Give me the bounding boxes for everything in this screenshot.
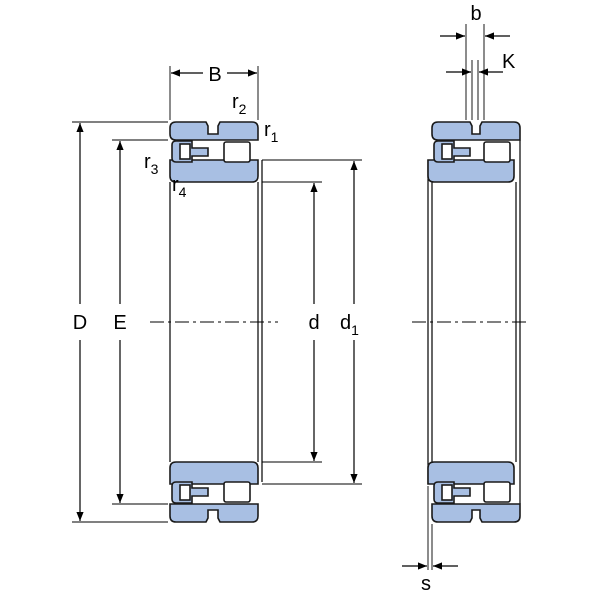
roller-top-1 bbox=[179, 143, 191, 160]
left-section-view: B r2 r1 r3 r4 D E d d1 bbox=[72, 64, 362, 523]
label-E: E bbox=[113, 312, 126, 334]
label-r2: r2 bbox=[232, 91, 247, 117]
label-r1: r1 bbox=[264, 119, 279, 145]
label-D: D bbox=[73, 312, 87, 334]
top-cross-section bbox=[169, 121, 259, 183]
outer-ring-top bbox=[169, 121, 259, 141]
label-K: K bbox=[502, 51, 516, 73]
inner-ring-bottom bbox=[169, 461, 259, 485]
roller-bottom-1 bbox=[179, 484, 191, 501]
roller-top-2 bbox=[223, 141, 251, 163]
right-top-cross-section bbox=[427, 121, 521, 183]
right-roller-top-2 bbox=[483, 141, 511, 163]
right-inner-ring-top bbox=[427, 159, 515, 183]
label-d1: d1 bbox=[340, 312, 359, 338]
right-section-view: b K s bbox=[402, 3, 530, 595]
label-b: b bbox=[470, 3, 481, 25]
bottom-cross-section bbox=[169, 461, 259, 523]
roller-bottom-2 bbox=[223, 481, 251, 503]
inner-ring-top bbox=[169, 159, 259, 183]
outer-ring-bottom bbox=[169, 503, 259, 523]
label-s: s bbox=[421, 573, 431, 595]
label-B: B bbox=[208, 64, 221, 86]
right-outer-ring-top bbox=[431, 121, 521, 141]
right-roller-bottom-2 bbox=[483, 481, 511, 503]
right-roller-top-1 bbox=[441, 143, 453, 160]
right-inner-ring-bottom bbox=[427, 461, 515, 485]
label-r3: r3 bbox=[144, 151, 159, 177]
label-d: d bbox=[308, 312, 319, 334]
right-outer-ring-bottom bbox=[431, 503, 521, 523]
right-bottom-cross-section bbox=[427, 461, 521, 523]
right-roller-bottom-1 bbox=[441, 484, 453, 501]
label-r4: r4 bbox=[172, 174, 187, 200]
